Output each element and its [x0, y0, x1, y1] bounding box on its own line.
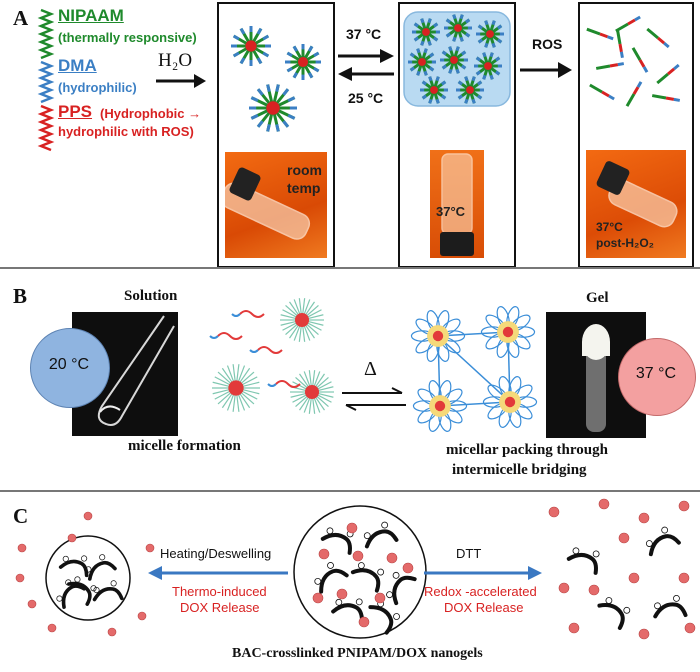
ros-label: ROS	[532, 36, 563, 52]
photo3-label-line1: 37°C	[596, 220, 623, 234]
panel-c: C Heating/Deswelling Thermo-induced DOX …	[0, 490, 700, 672]
micelle-state-box-1: room temp	[217, 2, 335, 268]
thermo-release-line1: Thermo-induced	[172, 584, 267, 599]
photo1-label-line1: room	[287, 162, 322, 178]
legend-pps-desc-2: hydrophilic with ROS)	[58, 124, 194, 139]
photo2-label: 37°C	[436, 204, 466, 219]
dtt-arrow-icon	[424, 566, 542, 580]
solution-label: Solution	[124, 288, 178, 304]
heating-arrow-icon	[148, 566, 288, 580]
vial-icon	[582, 324, 610, 432]
panel-c-label: C	[13, 504, 29, 528]
deswelled-nanogel-icon	[15, 511, 155, 637]
photo1-label-line2: temp	[287, 180, 321, 196]
micelle-state-box-2: 37°C	[398, 2, 516, 268]
divider-ab	[0, 267, 700, 269]
vial-icon	[596, 161, 678, 228]
legend-dma-desc: (hydrophilic)	[58, 80, 137, 95]
vial-icon	[97, 315, 175, 426]
ros-arrow-icon	[520, 62, 572, 78]
photo3-label-line2: post-H₂O₂	[596, 236, 654, 250]
reversible-arrows-icon	[338, 49, 394, 81]
caption-micelle-formation: micelle formation	[128, 438, 241, 454]
panel-a: A NIPAAM (thermally responsive) DMA (hyd…	[0, 0, 700, 268]
panel-b-label: B	[13, 284, 28, 308]
vial-icon	[225, 167, 311, 240]
h2o-arrow-icon	[156, 74, 206, 88]
arrow-back-label: 25 °C	[348, 90, 384, 106]
packed-micelle-network-icon	[410, 306, 538, 432]
vial-photo-37c: 37°C	[430, 150, 484, 258]
disassembled-chains-icon	[586, 15, 681, 107]
caption-micellar-packing-1: micellar packing through	[446, 442, 608, 458]
temp-left-label: 20 °C	[48, 356, 90, 373]
micelle-cluster-icon	[231, 26, 321, 132]
dtt-label: DTT	[456, 546, 482, 561]
temp-left-circle	[30, 328, 110, 408]
redox-release-line2: DOX Release	[444, 600, 524, 615]
vial-photo-post-h2o2: 37°C post-H₂O₂	[586, 150, 686, 258]
nanogel-caption: BAC-crosslinked PNIPAM/DOX nanogels	[232, 646, 483, 661]
micelle-state-box-3: 37°C post-H₂O₂	[578, 2, 694, 268]
legend-nipaam-desc: (thermally responsive)	[58, 30, 197, 45]
h2o-label: H₂O	[158, 50, 193, 71]
thermo-release-line2: DOX Release	[180, 600, 260, 615]
swollen-nanogel-icon	[293, 505, 427, 639]
dma-zigzag-icon	[37, 60, 55, 104]
packed-micelles-icon	[403, 11, 511, 107]
redox-release-line1: Redox -accelerated	[424, 584, 537, 599]
polymer-legend-icons	[37, 8, 55, 152]
gel-label: Gel	[586, 290, 609, 306]
legend-pps-name: PPS	[58, 102, 93, 121]
legend-nipaam-name: NIPAAM	[58, 6, 124, 25]
equilibrium-arrows-icon	[342, 387, 406, 411]
caption-micellar-packing-2: intermicelle bridging	[452, 462, 587, 478]
divider-bc	[0, 490, 700, 492]
panel-b: B Solution 20 °C Δ Gel 37 °C micelle for…	[0, 268, 700, 490]
arrow-forward-label: 37 °C	[346, 26, 382, 42]
micelle-solution-icon	[209, 298, 334, 414]
degraded-nanogel-icon	[548, 498, 696, 640]
delta-label: Δ	[364, 358, 377, 380]
legend-pps-desc: (Hydrophobic →	[100, 106, 202, 121]
legend-dma-name: DMA	[58, 56, 97, 75]
temp-right-circle	[618, 338, 696, 416]
temp-right-label: 37 °C	[635, 365, 677, 382]
panel-a-label: A	[13, 6, 29, 30]
heating-deswelling-label: Heating/Deswelling	[160, 546, 272, 561]
pps-zigzag-icon	[37, 104, 55, 152]
vial-icon	[440, 153, 474, 256]
vial-photo-room-temp: room temp	[225, 152, 327, 258]
nipaam-zigzag-icon	[37, 8, 55, 60]
